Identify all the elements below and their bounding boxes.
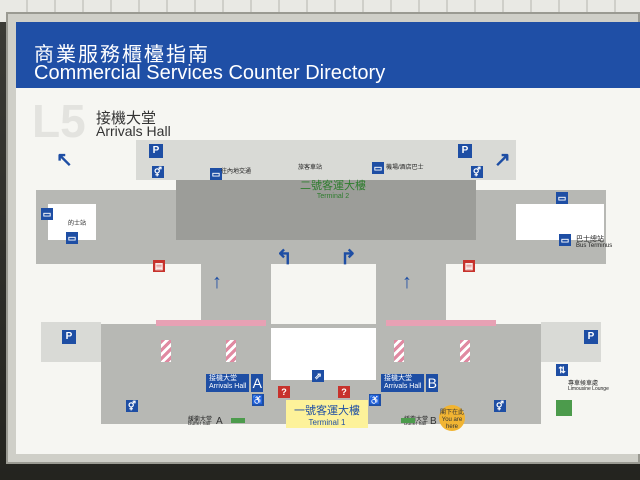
parking-icon-west: P (62, 330, 76, 344)
taxi-station-label: 的士站 (68, 221, 87, 227)
taxi-station-icon: ▭ (66, 232, 78, 244)
coach-label: 機場/酒店巴士 (386, 165, 424, 171)
help-icon: ? (278, 386, 290, 398)
arrow-up-east-icon: ↑ (402, 271, 412, 293)
coach-icon: ▭ (372, 162, 384, 174)
buffer-hall-b-en: Buffer hall (404, 421, 427, 427)
restroom-icon-east: ⚥ (471, 166, 483, 178)
upper-concourse (136, 140, 516, 180)
limousine-en: Limousine Lounge (568, 386, 609, 392)
parking-icon-east: P (458, 144, 472, 158)
counter-stripe (226, 340, 236, 362)
help-icon-east: ? (338, 386, 350, 398)
exit-marker (401, 418, 415, 423)
bus-stop-icon: ▭ (556, 192, 568, 204)
exit-marker (556, 400, 572, 416)
transport-label: 往內地交通 (221, 169, 252, 175)
floor-level: L5 (32, 95, 86, 147)
terminal-2-block (176, 180, 476, 240)
buffer-hall-a-letter: A (216, 416, 223, 427)
bus-icon: ▭ (210, 168, 222, 180)
you-are-here-marker: 閣下在此 You are here (439, 405, 465, 431)
terminal-2-label: 二號客運大樓 Terminal 2 (300, 180, 366, 200)
bus-terminus-icon: ▭ (559, 234, 571, 246)
accessible-icon: ♿ (252, 394, 264, 406)
parking-icon-far-east: P (584, 330, 598, 344)
buffer-hall-b-zh: 緩衝大堂 (404, 417, 429, 423)
east-link (376, 264, 446, 324)
arrivals-hall-a-tag: 接機大堂 Arrivals Hall A (206, 374, 264, 392)
terminal-1-label: 一號客運大樓 Terminal 1 (286, 400, 368, 428)
main-corridor (36, 240, 606, 264)
buffer-hall-a-zh: 緩衝大堂 (188, 417, 213, 423)
limousine-zh: 專車候車處 (568, 381, 599, 387)
restroom-icon-t1-east: ⚥ (494, 400, 506, 412)
info-counter-icon: ▤ (153, 260, 165, 272)
directory-board: 商業服務櫃檯指南 Commercial Services Counter Dir… (16, 22, 640, 454)
arrow-up-left-icon: ↖ (56, 149, 73, 171)
counter-stripe (161, 340, 171, 362)
arrow-right-icon: ↱ (340, 247, 357, 269)
arrow-left-icon: ↰ (276, 247, 293, 269)
counter-row-east (386, 320, 496, 326)
restroom-icon-t1-west: ⚥ (126, 400, 138, 412)
counter-stripe (394, 340, 404, 362)
accessible-icon-east: ♿ (369, 394, 381, 406)
counter-row-west (156, 320, 266, 326)
title-english: Commercial Services Counter Directory (34, 62, 386, 84)
escalator-icon: ⇗ (312, 370, 324, 382)
parking-icon: P (149, 144, 163, 158)
elevator-icon: ⇅ (556, 364, 568, 376)
taxi-icon: ▭ (41, 208, 53, 220)
arrivals-hall-chinese: 接機大堂 (96, 110, 157, 127)
title-chinese: 商業服務櫃檯指南 (34, 44, 210, 66)
restroom-icon: ⚥ (152, 166, 164, 178)
west-link (201, 264, 271, 324)
arrow-up-west-icon: ↑ (212, 271, 222, 293)
guest-station-label: 旅客車站 (298, 165, 323, 171)
info-counter-icon-east: ▤ (463, 260, 475, 272)
arrow-up-right-icon: ↗ (494, 149, 511, 171)
counter-stripe (460, 340, 470, 362)
exit-marker (231, 418, 245, 423)
arrivals-hall-english: Arrivals Hall (96, 123, 171, 139)
buffer-hall-a-en: Buffer hall (188, 421, 211, 427)
title-banner: 商業服務櫃檯指南 Commercial Services Counter Dir… (16, 22, 640, 88)
arrivals-hall-b-tag: 接機大堂 Arrivals Hall B (381, 374, 439, 392)
buffer-hall-b-letter: B (430, 416, 437, 427)
